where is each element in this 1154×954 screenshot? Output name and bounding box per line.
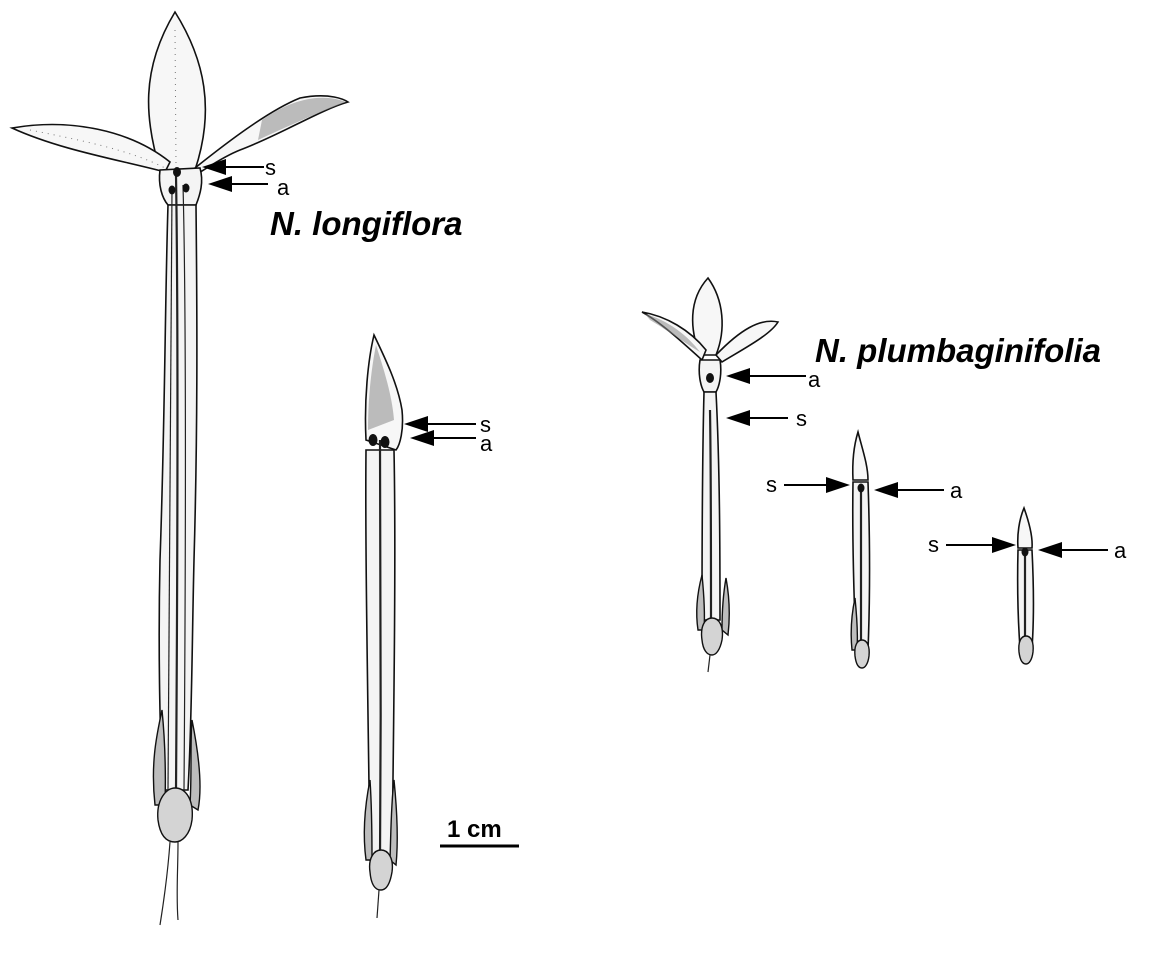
arrow-plumb-open-s — [726, 410, 788, 426]
species-label-longiflora: N. longiflora — [270, 205, 463, 242]
label-longiflora-a: a — [277, 175, 290, 200]
arrow-plumb-bud2-s — [946, 537, 1016, 553]
label-plumb-bud1-a: a — [950, 478, 963, 503]
species-label-plumbaginifolia: N. plumbaginifolia — [815, 332, 1101, 369]
arrow-longiflora-bud-s — [404, 416, 476, 432]
label-plumb-open-a: a — [808, 367, 821, 392]
plumbaginifolia-open-flower — [642, 278, 778, 672]
label-longiflora-bud-a: a — [480, 431, 493, 456]
longiflora-bud — [364, 335, 402, 918]
label-plumb-open-s: s — [796, 406, 807, 431]
arrow-plumb-bud1-a — [874, 482, 944, 498]
scale-bar-label: 1 cm — [447, 816, 502, 843]
arrow-longiflora-bud-a — [410, 430, 476, 446]
label-plumb-bud2-a: a — [1114, 538, 1127, 563]
label-plumb-bud1-s: s — [766, 472, 777, 497]
plumbaginifolia-bud-1 — [851, 432, 869, 668]
label-plumb-bud2-s: s — [928, 532, 939, 557]
arrow-plumb-bud1-s — [784, 477, 850, 493]
label-longiflora-s: s — [265, 155, 276, 180]
longiflora-open-flower — [12, 12, 348, 925]
plumbaginifolia-bud-2 — [1018, 508, 1034, 664]
arrow-plumb-open-a — [726, 368, 806, 384]
arrow-plumb-bud2-a — [1038, 542, 1108, 558]
arrow-longiflora-a — [208, 176, 268, 192]
